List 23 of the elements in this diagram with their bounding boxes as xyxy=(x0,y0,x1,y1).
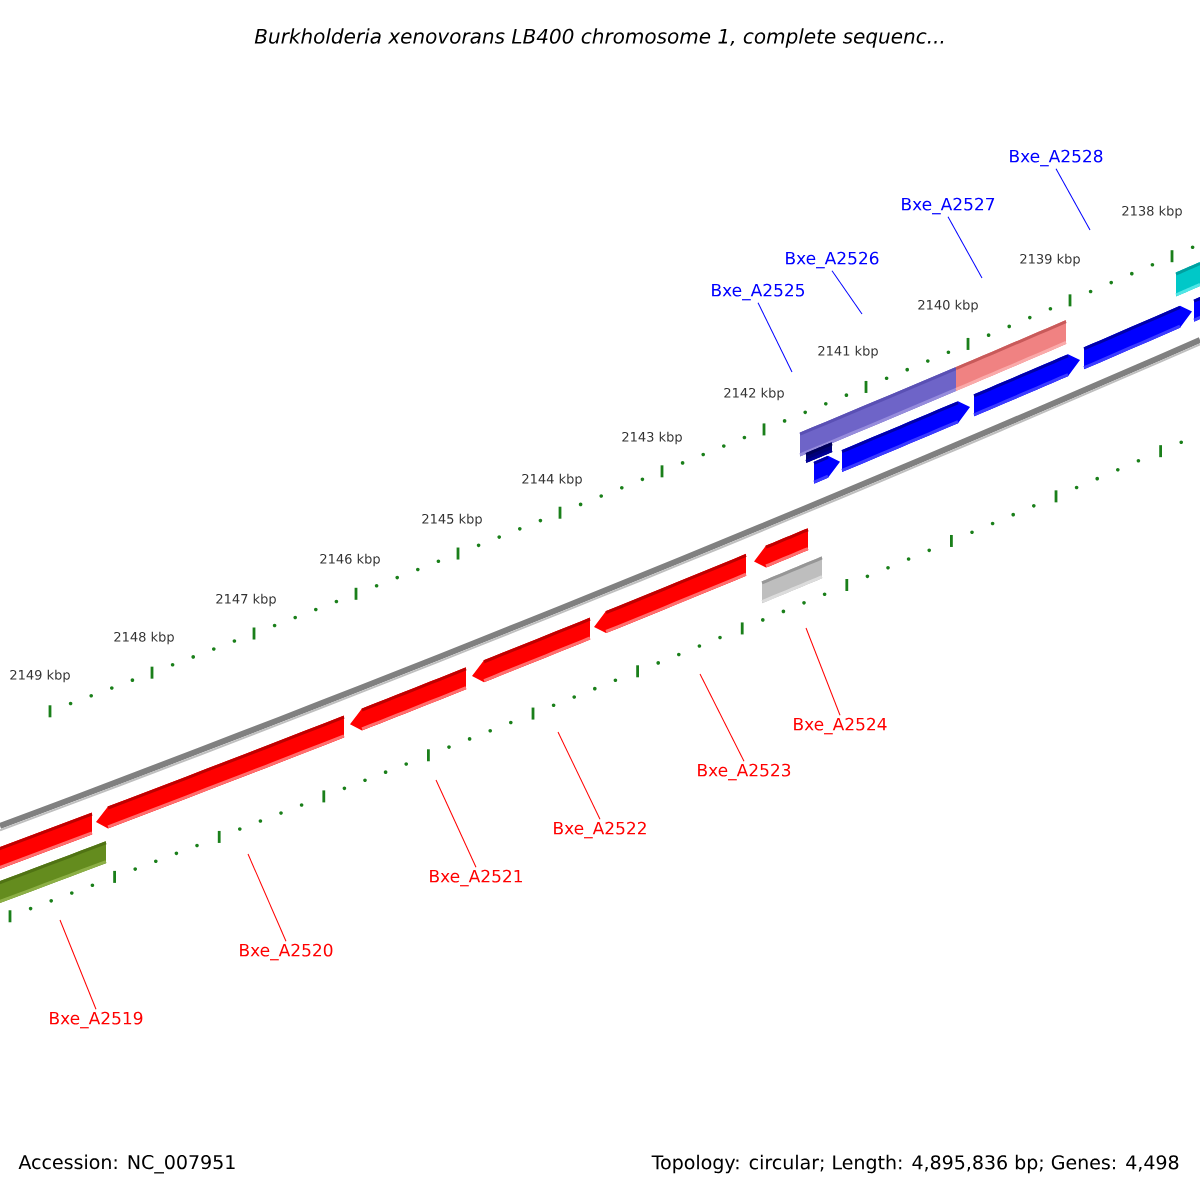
gene-label: Bxe_A2524 xyxy=(794,717,887,735)
gene-label: Bxe_A2525 xyxy=(712,283,805,301)
leader-line xyxy=(435,779,477,868)
gene-label: Bxe_A2519 xyxy=(50,1011,143,1029)
gene-label: Bxe_A2528 xyxy=(1010,149,1103,167)
leader-line xyxy=(757,302,793,373)
summary-text: Topology: circular; Length: 4,895,836 bp; Genes: 4,498 xyxy=(651,1154,1179,1174)
accession-text: Accession: NC_007951 xyxy=(18,1154,235,1174)
leader-line xyxy=(247,853,287,942)
gene-label: Bxe_A2521 xyxy=(430,869,522,887)
gene-label: Bxe_A2526 xyxy=(786,251,879,269)
gene-label: Bxe_A2523 xyxy=(698,763,791,781)
leader-line xyxy=(805,627,841,716)
leader-line xyxy=(947,216,983,279)
leader-line xyxy=(831,270,863,315)
leader-line xyxy=(557,731,601,820)
gene-label: Bxe_A2522 xyxy=(554,821,646,839)
leader-line xyxy=(1055,168,1091,231)
gene-label: Bxe_A2527 xyxy=(902,197,995,215)
gene-label: Bxe_A2520 xyxy=(240,943,333,961)
leader-line xyxy=(59,919,97,1010)
title: Burkholderia xenovorans LB400 chromosome 1, complete sequenc... xyxy=(254,28,944,48)
leader-line xyxy=(699,673,745,762)
